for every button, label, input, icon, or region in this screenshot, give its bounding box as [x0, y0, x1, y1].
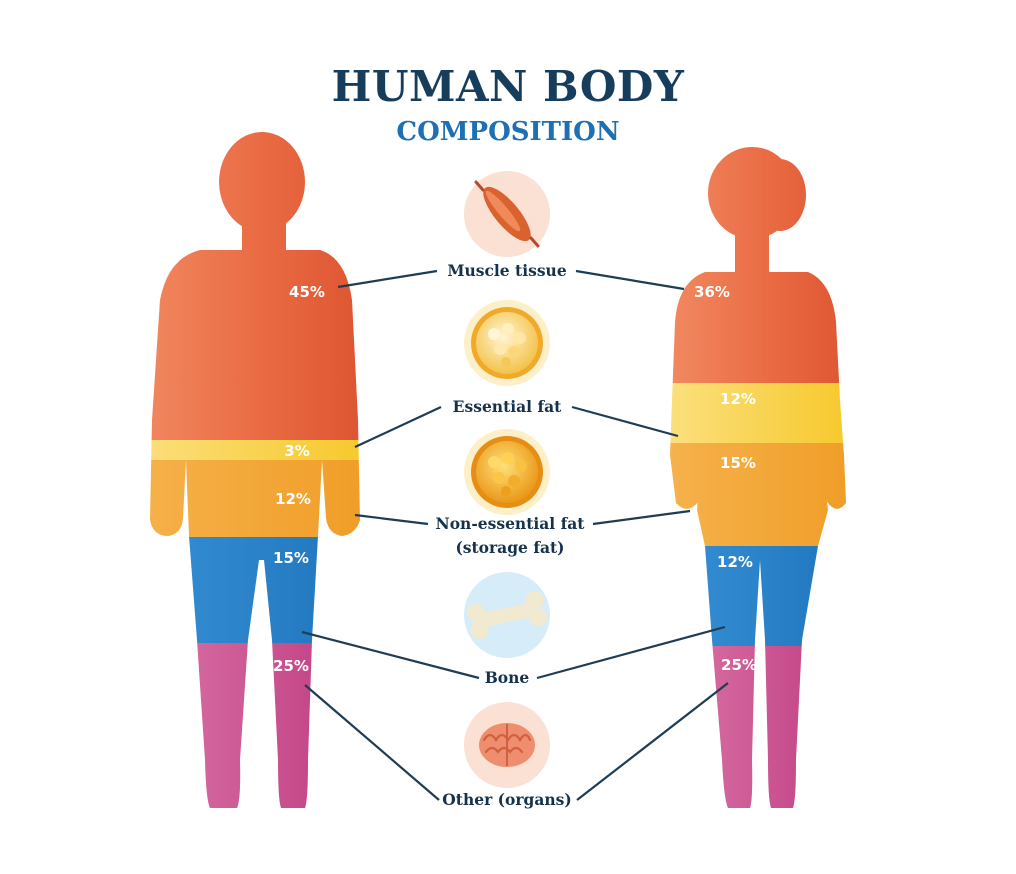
male-nonessential-fat-percent: 12%: [275, 490, 311, 508]
storage-fat-icon: [464, 429, 550, 515]
label-other-organs: Other (organs): [442, 790, 571, 809]
male-essential-fat-band: [150, 440, 360, 460]
label-essential-fat: Essential fat: [453, 397, 562, 416]
muscle-icon: [464, 171, 550, 257]
female-bone-band: [670, 546, 846, 646]
female-nonessential-fat-band: [670, 443, 846, 546]
male-organs-percent: 25%: [273, 657, 309, 675]
fat-cell-icon: [464, 300, 550, 386]
male-essential-fat-percent: 3%: [284, 442, 309, 460]
female-organs-band: [670, 646, 846, 808]
page-subtitle: COMPOSITION: [396, 117, 620, 147]
female-organs-percent: 25%: [721, 656, 757, 674]
bone-icon: [464, 572, 550, 658]
female-essential-fat-percent: 12%: [720, 390, 756, 408]
page-title: HUMAN BODY: [331, 62, 685, 111]
male-nonessential-fat-band: [150, 460, 360, 537]
female-muscle-band: [670, 147, 846, 383]
connector-lines: [301, 269, 729, 801]
male-silhouette: [150, 132, 360, 808]
label-storage-fat: (storage fat): [455, 538, 564, 557]
female-bone-percent: 12%: [717, 553, 753, 571]
label-nonessential-fat: Non-essential fat: [436, 514, 586, 533]
male-bone-percent: 15%: [273, 549, 309, 567]
male-bone-band: [150, 537, 360, 643]
female-silhouette: [670, 147, 846, 808]
female-nonessential-fat-percent: 15%: [720, 454, 756, 472]
organ-icon: [464, 702, 550, 788]
female-essential-fat-band: [670, 383, 846, 443]
label-bone: Bone: [485, 668, 530, 687]
female-muscle-percent: 36%: [694, 283, 730, 301]
male-muscle-percent: 45%: [289, 283, 325, 301]
label-muscle-tissue: Muscle tissue: [447, 261, 567, 280]
male-organs-band: [150, 643, 360, 808]
male-muscle-band: [150, 132, 360, 440]
